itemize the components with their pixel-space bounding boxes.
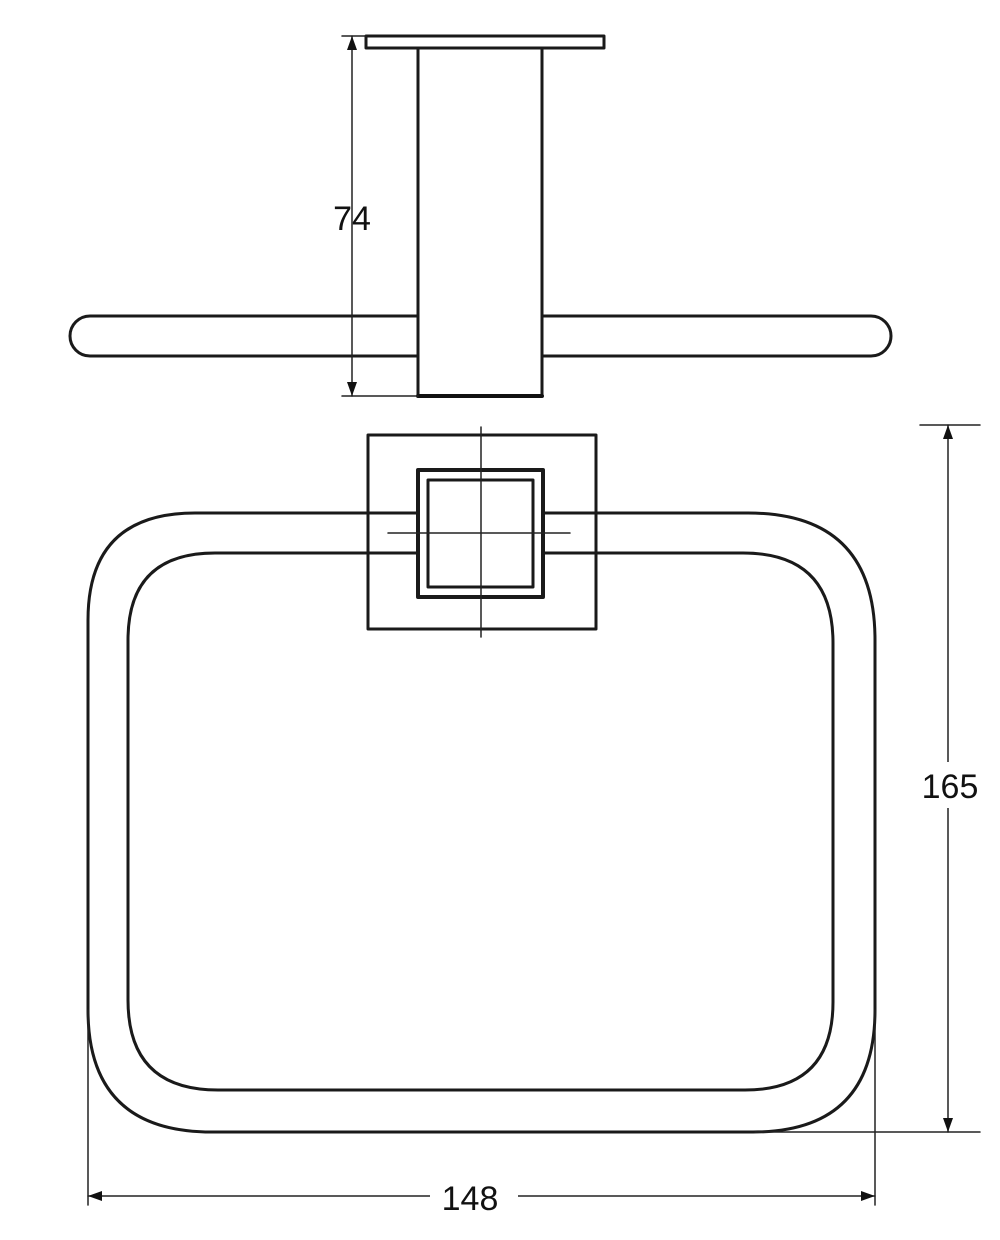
- side-view: 74: [68, 34, 893, 398]
- front-view: 165 148: [86, 424, 983, 1218]
- dimension-width: 148: [87, 1009, 876, 1218]
- dimension-height: 165: [754, 424, 983, 1133]
- dimension-projection: 74: [333, 35, 419, 397]
- side-view-wall-plate: [364, 34, 606, 50]
- side-view-post: [416, 46, 544, 398]
- dimension-projection-label: 74: [333, 200, 371, 238]
- dimension-height-label: 165: [922, 768, 979, 806]
- dimension-width-label: 148: [442, 1180, 499, 1218]
- ring-inner-edge: [126, 551, 835, 1092]
- side-view-ring-bar: [68, 314, 893, 358]
